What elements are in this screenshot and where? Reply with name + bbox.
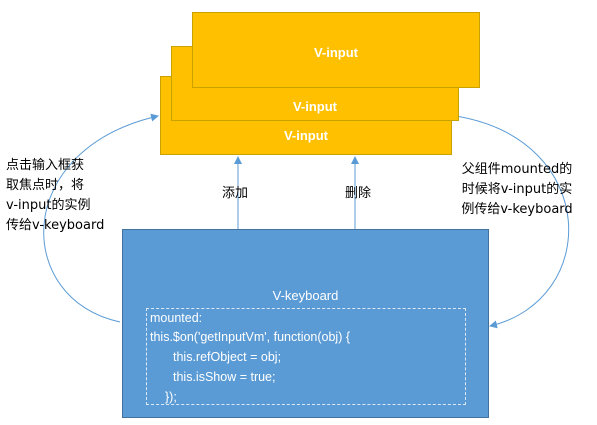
right-annotation-line: 父组件mounted的: [461, 162, 573, 177]
left-annotation-line: v-input的实例: [6, 198, 91, 213]
v-input-label-middle: V-input: [292, 99, 338, 114]
v-keyboard-title: V-keyboard: [272, 288, 339, 303]
code-line: mounted:: [150, 311, 203, 325]
v-keyboard-box: V-keyboard mounted: this.$on('getInputVm…: [122, 229, 489, 418]
left-curve-arrow: [43, 113, 159, 323]
v-input-label-front: V-input: [313, 45, 359, 60]
code-line: this.isShow = true;: [173, 370, 276, 384]
right-annotation-line: 时候将v-input的实: [461, 182, 573, 197]
right-annotation: 父组件mounted的 时候将v-input的实 例传给v-keyboard: [442, 160, 592, 220]
v-input-label-back: V-input: [283, 128, 329, 143]
code-line: this.refObject = obj;: [173, 350, 282, 364]
left-annotation: 点击输入框获 取焦点时，将 v-input的实例 传给v-keyboard: [6, 156, 134, 236]
v-input-box-front: V-input: [192, 12, 480, 88]
left-annotation-line: 点击输入框获: [6, 158, 85, 173]
right-annotation-line: 例传给v-keyboard: [461, 202, 573, 217]
left-annotation-line: 传给v-keyboard: [6, 218, 105, 233]
right-curve-arrow: [455, 115, 570, 329]
delete-edge-label: 删除: [345, 186, 372, 201]
code-line: });: [165, 390, 177, 404]
left-annotation-line: 取焦点时，将: [6, 178, 85, 193]
code-snippet-frame: [146, 308, 466, 405]
add-edge-label: 添加: [222, 186, 249, 201]
code-line: this.$on('getInputVm', function(obj) {: [150, 330, 351, 344]
